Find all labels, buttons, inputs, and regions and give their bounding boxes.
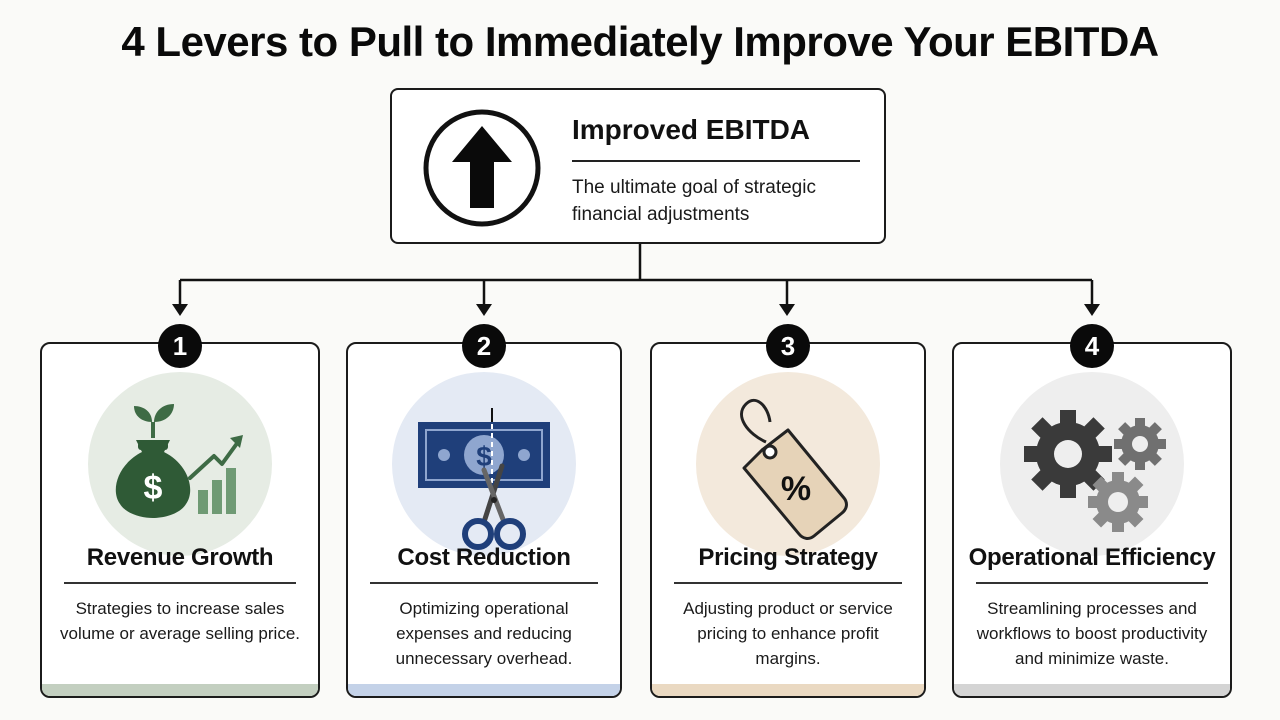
- gears-icon: [1024, 410, 1166, 532]
- lever-card-pricing-strategy: 3 % Pricing Strategy Adjusting product o…: [650, 324, 926, 698]
- lever-number-badge: 2: [462, 324, 506, 368]
- goal-description: The ultimate goal of strategic financial…: [572, 177, 816, 225]
- lever-card-cost-reduction: 2 $ Cost Reduction Optimizing operationa…: [346, 324, 622, 698]
- lever-description: Strategies to increase sales volume or a…: [59, 599, 300, 643]
- lever-number-badge: 1: [158, 324, 202, 368]
- money-bag-growth-icon: $: [115, 404, 243, 518]
- lever-description: Optimizing operational expenses and redu…: [395, 599, 573, 668]
- goal-card: Improved EBITDA The ultimate goal of str…: [390, 88, 886, 244]
- lever-title: Pricing Strategy: [698, 544, 878, 571]
- scissors-banknote-icon: $: [418, 408, 550, 550]
- arrow-up-icon: [423, 109, 541, 227]
- lever-number-badge: 3: [766, 324, 810, 368]
- lever-title: Revenue Growth: [86, 544, 274, 571]
- svg-text:$: $: [144, 469, 163, 507]
- lever-icon-circle: [1000, 372, 1184, 556]
- lever-description: Streamlining processes and workflows to …: [976, 599, 1208, 668]
- lever-title: Cost Reduction: [397, 544, 571, 571]
- lever-accent-strip: [652, 684, 924, 696]
- goal-heading: Improved EBITDA: [572, 114, 811, 145]
- lever-icon-circle: $: [88, 372, 272, 556]
- diagram-title: 4 Levers to Pull to Immediately Improve …: [121, 18, 1159, 65]
- lever-title: Operational Efficiency: [968, 544, 1216, 571]
- svg-text:$: $: [476, 441, 492, 472]
- lever-description: Adjusting product or service pricing to …: [683, 599, 893, 668]
- lever-accent-strip: [42, 684, 318, 696]
- lever-number-badge: 4: [1070, 324, 1114, 368]
- lever-card-operational-efficiency: 4: [952, 324, 1232, 698]
- lever-card-revenue-growth: 1 $ Revenue Growth Strategies to increas…: [40, 324, 320, 698]
- lever-divider: [976, 582, 1208, 584]
- svg-text:%: %: [781, 470, 811, 508]
- lever-icon-circle: $: [392, 372, 576, 556]
- goal-divider: [572, 160, 860, 162]
- lever-accent-strip: [348, 684, 620, 696]
- price-tag-percent-icon: %: [740, 398, 848, 540]
- lever-divider: [64, 582, 296, 584]
- lever-accent-strip: [954, 684, 1230, 696]
- lever-icon-circle: %: [696, 372, 880, 556]
- lever-divider: [370, 582, 598, 584]
- lever-divider: [674, 582, 902, 584]
